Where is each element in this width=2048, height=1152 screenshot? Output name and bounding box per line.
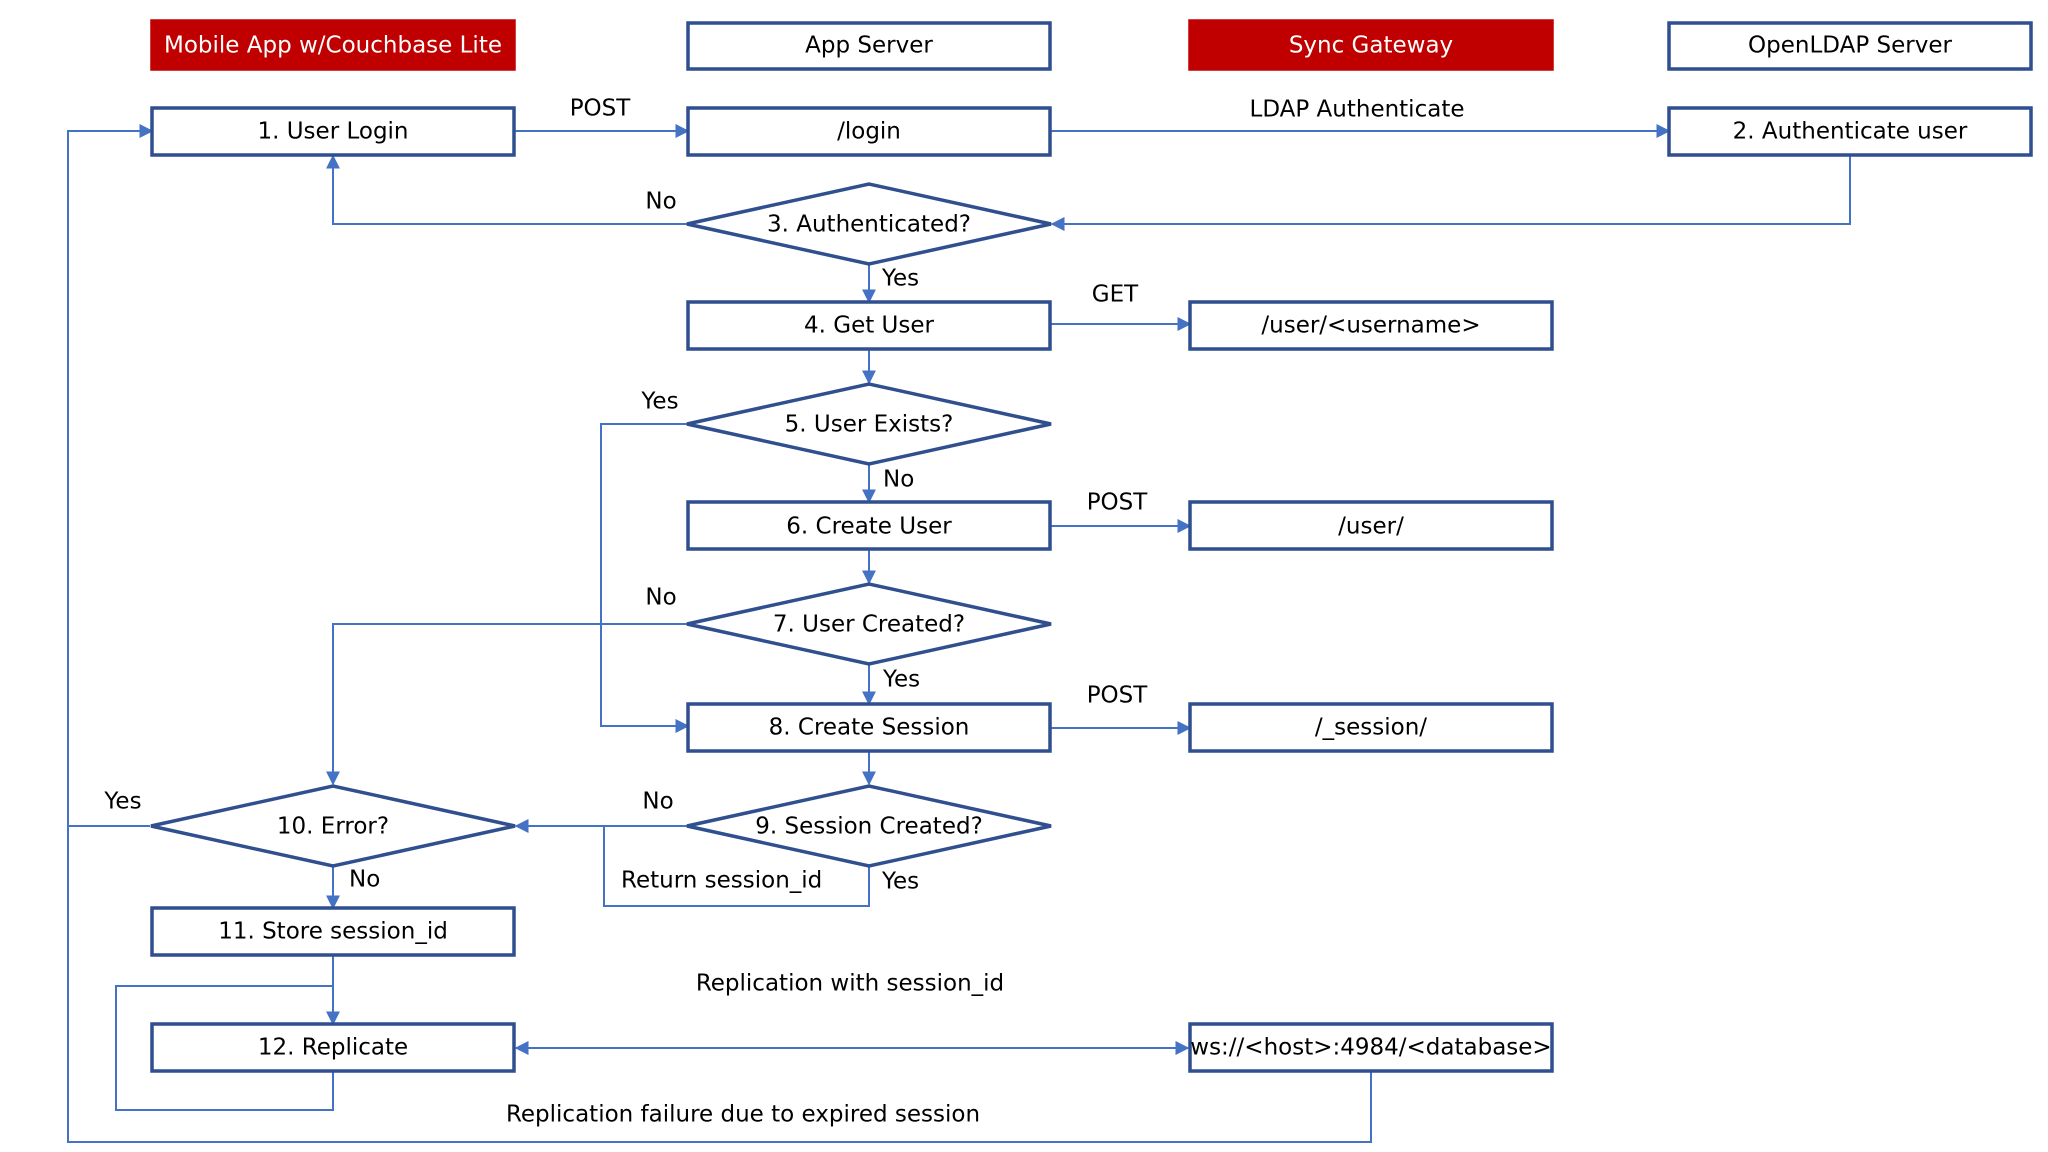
node-create-user: 6. Create User xyxy=(686,500,1052,551)
label-exists-yes: Yes xyxy=(640,389,678,415)
label-ldap-authenticate: LDAP Authenticate xyxy=(1250,97,1465,123)
label-created-yes: Yes xyxy=(882,667,920,693)
lane-app-server-label: App Server xyxy=(805,33,933,59)
node-user-endpoint: /user/ xyxy=(1188,500,1554,551)
lane-sync-gateway-label: Sync Gateway xyxy=(1289,33,1453,59)
node-login-endpoint-label: /login xyxy=(837,119,901,145)
label-session-yes: Yes xyxy=(881,869,919,895)
node-replicate-label: 12. Replicate xyxy=(258,1035,408,1061)
edge-replication-failure xyxy=(67,826,1372,1143)
edges xyxy=(67,124,1851,1143)
edge-created-no xyxy=(326,623,687,786)
node-user-exists-decision: 5. User Exists? xyxy=(686,382,1052,466)
node-error-label: 10. Error? xyxy=(277,814,389,840)
node-create-session-label: 8. Create Session xyxy=(769,715,970,741)
label-replication: Replication with session_id xyxy=(696,971,1004,997)
node-create-session: 8. Create Session xyxy=(686,702,1052,753)
node-session-created-decision: 9. Session Created? xyxy=(686,784,1052,868)
node-store-session: 11. Store session_id xyxy=(150,906,516,957)
label-created-no: No xyxy=(645,585,676,611)
label-error-yes: Yes xyxy=(103,789,141,815)
node-user-created-label: 7. User Created? xyxy=(773,612,965,638)
node-ws-endpoint: ws://<host>:4984/<database> xyxy=(1188,1022,1554,1073)
node-error-decision: 10. Error? xyxy=(150,784,516,868)
label-replication-failure: Replication failure due to expired sessi… xyxy=(506,1102,980,1128)
node-authenticate-user: 2. Authenticate user xyxy=(1667,106,2033,157)
node-ws-endpoint-label: ws://<host>:4984/<database> xyxy=(1190,1035,1551,1061)
label-auth-no: No xyxy=(645,189,676,215)
label-post-session: POST xyxy=(1087,683,1149,709)
edge-exists-yes xyxy=(600,423,690,733)
edge-labels: POST LDAP Authenticate No Yes GET Yes No… xyxy=(103,96,1464,1128)
label-exists-no: No xyxy=(883,467,914,493)
edge-auth-no xyxy=(326,154,687,225)
node-user-username-endpoint: /user/<username> xyxy=(1188,300,1554,351)
node-session-endpoint: /_session/ xyxy=(1188,702,1554,753)
node-user-exists-label: 5. User Exists? xyxy=(785,412,954,438)
node-get-user-label: 4. Get User xyxy=(804,313,935,339)
label-error-no: No xyxy=(349,867,380,893)
lane-openldap-server: OpenLDAP Server xyxy=(1667,21,2033,71)
edge-auth-result xyxy=(1050,156,1851,231)
node-replicate: 12. Replicate xyxy=(150,1022,516,1073)
node-get-user: 4. Get User xyxy=(686,300,1052,351)
node-user-endpoint-label: /user/ xyxy=(1338,514,1404,540)
lane-mobile-app: Mobile App w/Couchbase Lite xyxy=(150,19,516,71)
node-store-session-label: 11. Store session_id xyxy=(218,919,448,945)
label-return-session: Return session_id xyxy=(621,868,822,894)
label-post-user: POST xyxy=(1087,490,1149,516)
node-session-endpoint-label: /_session/ xyxy=(1315,715,1427,741)
label-post-login: POST xyxy=(570,96,632,122)
label-auth-yes: Yes xyxy=(881,266,919,292)
node-session-created-label: 9. Session Created? xyxy=(755,814,983,840)
node-authenticate-user-label: 2. Authenticate user xyxy=(1733,119,1968,145)
label-get: GET xyxy=(1092,282,1139,308)
node-user-login-label: 1. User Login xyxy=(257,119,408,145)
edge-replicate-loop xyxy=(115,985,334,1111)
edge-error-yes xyxy=(67,124,154,827)
lane-sync-gateway: Sync Gateway xyxy=(1188,19,1554,71)
node-authenticated-label: 3. Authenticated? xyxy=(767,212,971,238)
node-authenticated-decision: 3. Authenticated? xyxy=(686,182,1052,266)
edge-session-yes-return xyxy=(603,826,870,907)
label-session-no: No xyxy=(642,789,673,815)
lane-mobile-app-label: Mobile App w/Couchbase Lite xyxy=(164,33,502,59)
node-create-user-label: 6. Create User xyxy=(786,514,952,540)
node-login-endpoint: /login xyxy=(686,106,1052,157)
lane-openldap-server-label: OpenLDAP Server xyxy=(1748,33,1952,59)
lane-app-server: App Server xyxy=(686,21,1052,71)
node-user-login: 1. User Login xyxy=(150,106,516,157)
node-user-username-endpoint-label: /user/<username> xyxy=(1261,313,1480,339)
node-user-created-decision: 7. User Created? xyxy=(686,582,1052,666)
